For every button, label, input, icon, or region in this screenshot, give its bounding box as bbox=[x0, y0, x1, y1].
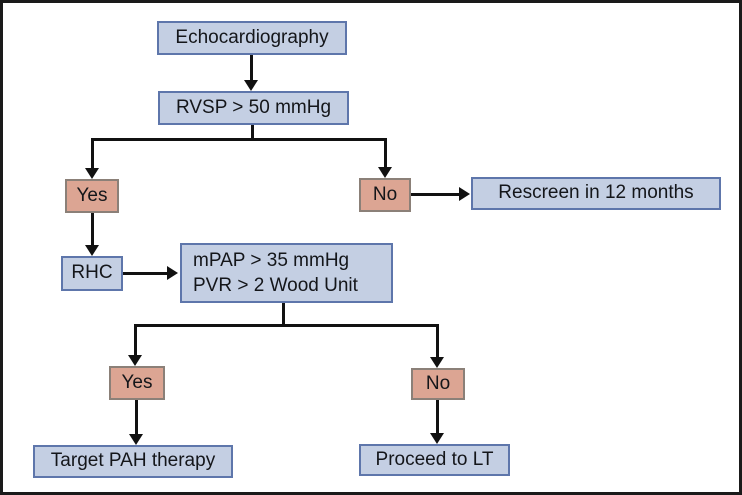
node-mpap-pvr-criteria: mPAP > 35 mmHg PVR > 2 Wood Unit bbox=[180, 243, 393, 303]
mpap-criterion-line: mPAP > 35 mmHg bbox=[193, 250, 350, 271]
connector-rhc-to-mpap bbox=[123, 272, 168, 275]
node-proceed-to-lt: Proceed to LT bbox=[359, 444, 510, 476]
arrowhead-no-to-rescreen bbox=[459, 187, 470, 201]
node-no-rvsp: No bbox=[359, 178, 411, 212]
connector-no-to-proceed bbox=[436, 400, 439, 434]
connector-yes-to-rhc bbox=[91, 213, 94, 246]
connector-yes-to-target bbox=[135, 400, 138, 435]
connector-rvsp-to-no bbox=[384, 138, 387, 168]
connector-echo-to-rvsp bbox=[250, 55, 253, 81]
connector-mpap-stub bbox=[282, 303, 285, 326]
connector-mpap-to-no bbox=[436, 324, 439, 358]
arrowhead-echo-to-rvsp bbox=[244, 80, 258, 91]
connector-rvsp-stub bbox=[251, 125, 254, 141]
arrowhead-yes-to-rhc bbox=[85, 245, 99, 256]
arrowhead-no-to-proceed bbox=[430, 433, 444, 444]
arrowhead-yes-to-target bbox=[129, 434, 143, 445]
connector-no-to-rescreen bbox=[411, 193, 460, 196]
pvr-criterion-line: PVR > 2 Wood Unit bbox=[193, 275, 358, 296]
arrowhead-mpap-to-no bbox=[430, 357, 444, 368]
connector-rvsp-to-yes bbox=[91, 138, 94, 169]
node-rvsp-threshold: RVSP > 50 mmHg bbox=[158, 91, 349, 125]
arrowhead-rvsp-to-yes bbox=[85, 168, 99, 179]
connector-mpap-to-yes bbox=[134, 324, 137, 356]
connector-rvsp-branch-horizontal bbox=[91, 138, 387, 141]
node-no-rhc: No bbox=[411, 368, 465, 400]
node-yes-rvsp: Yes bbox=[65, 179, 119, 213]
node-target-pah-therapy: Target PAH therapy bbox=[33, 445, 233, 478]
connector-mpap-branch-horizontal bbox=[134, 324, 439, 327]
arrowhead-rhc-to-mpap bbox=[167, 266, 178, 280]
arrowhead-rvsp-to-no bbox=[378, 167, 392, 178]
arrowhead-mpap-to-yes bbox=[128, 355, 142, 366]
node-rhc: RHC bbox=[61, 256, 123, 291]
node-yes-rhc: Yes bbox=[109, 366, 165, 400]
node-rescreen-12-months: Rescreen in 12 months bbox=[471, 177, 721, 210]
node-echocardiography: Echocardiography bbox=[157, 21, 347, 55]
